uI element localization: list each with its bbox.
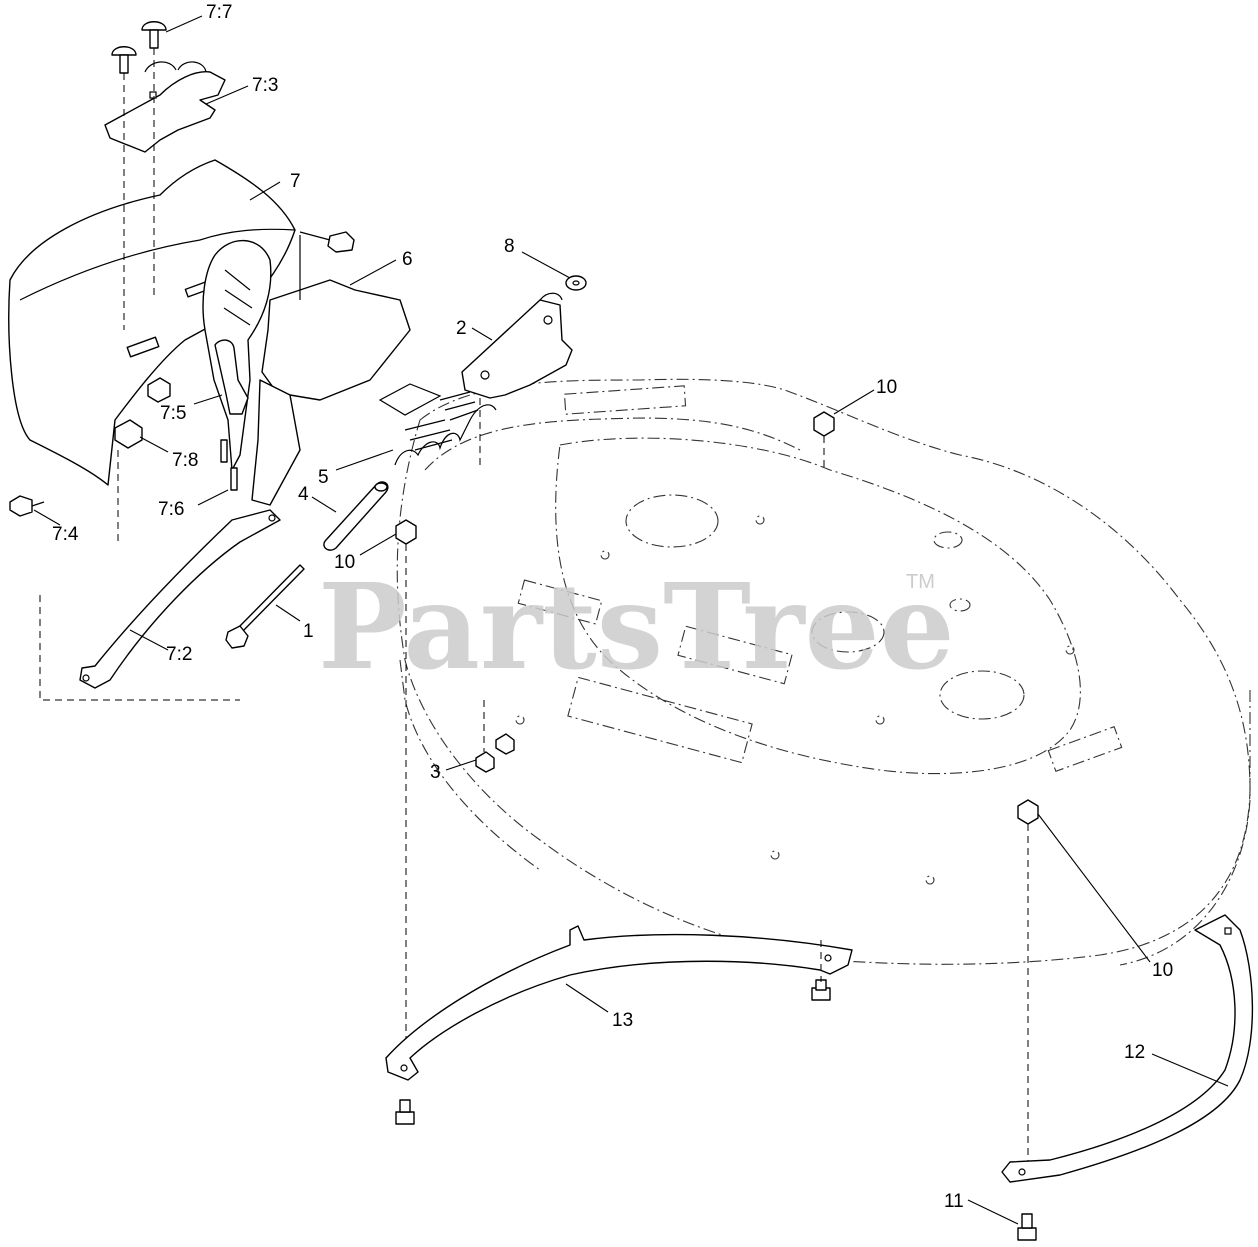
callout-8: 8 <box>504 236 515 257</box>
callout-7-2: 7:2 <box>166 644 192 665</box>
mower-deck-outline <box>396 378 1251 966</box>
flange-bolt <box>327 231 355 253</box>
nut-10 <box>395 411 1039 825</box>
callout-5: 5 <box>318 467 329 488</box>
callout-7-3: 7:3 <box>252 75 278 96</box>
callout-10-right: 10 <box>1152 960 1173 981</box>
callout-leaders <box>33 15 1229 1225</box>
spacer-8 <box>565 275 587 291</box>
callout-7-4: 7:4 <box>52 524 79 545</box>
assembly-line <box>39 595 240 701</box>
callout-6: 6 <box>402 249 413 270</box>
watermark-brand: PartsTree <box>318 557 955 696</box>
bolt-1 <box>225 564 305 649</box>
baffle-bolt <box>395 979 831 1125</box>
bolt-11 <box>1017 1213 1037 1241</box>
screw-7-6 <box>220 439 238 491</box>
callout-7-6: 7:6 <box>158 499 184 520</box>
bolt-3 <box>475 733 515 773</box>
callout-4: 4 <box>298 484 309 505</box>
chute-arm-7-5 <box>214 339 249 415</box>
baffle-13 <box>385 925 853 1081</box>
deflector-mount <box>202 231 411 506</box>
callout-11: 11 <box>944 1191 964 1212</box>
bolt-7-4 <box>9 495 45 517</box>
callout-3: 3 <box>430 762 441 783</box>
spring-5 <box>378 383 497 466</box>
callout-2: 2 <box>456 318 467 339</box>
carriage-bolt-7-7 <box>111 21 167 74</box>
callout-13: 13 <box>612 1010 633 1031</box>
callout-7-5: 7:5 <box>160 403 186 424</box>
callout-1: 1 <box>303 621 314 642</box>
idler-arm <box>461 292 573 399</box>
watermark-trademark: TM <box>906 571 935 593</box>
callout-labels: 7:7 7:3 7 6 8 2 10 7:5 7:8 5 7:6 4 7:4 1… <box>52 2 1173 1212</box>
callout-7-8: 7:8 <box>172 450 198 471</box>
callout-7-7: 7:7 <box>206 2 232 23</box>
callout-7: 7 <box>290 171 301 192</box>
callout-10-mid: 10 <box>334 552 355 573</box>
spacer-tube-4 <box>323 481 389 551</box>
chute-support-7-2 <box>79 509 281 689</box>
baffle-12 <box>1001 914 1254 1183</box>
callout-12: 12 <box>1124 1042 1145 1063</box>
chute-mount-bracket <box>104 61 226 153</box>
nut-7-8 <box>114 377 171 449</box>
callout-10-top: 10 <box>876 377 897 398</box>
